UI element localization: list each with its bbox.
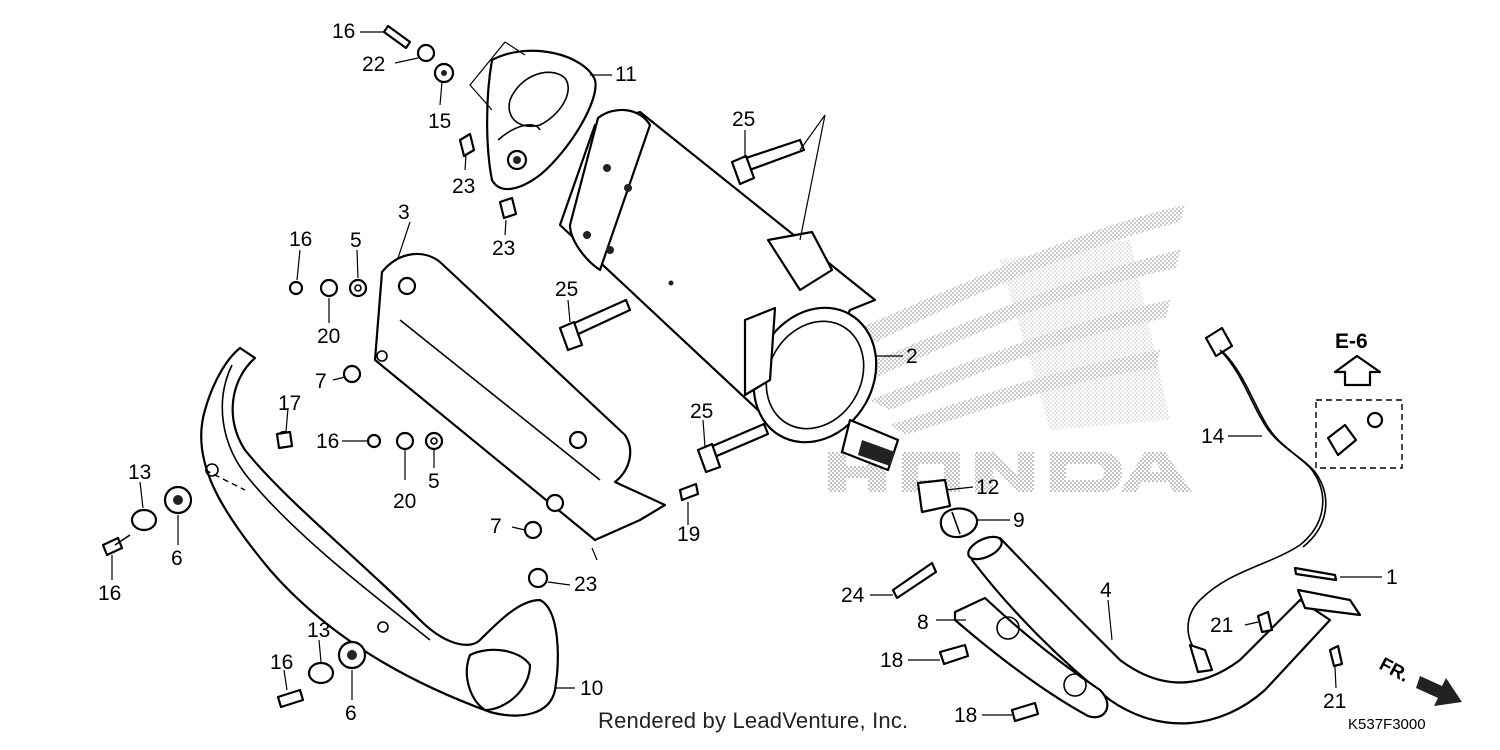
callout-4: 4 (1100, 579, 1112, 602)
small-hardware (101, 24, 1344, 723)
callout-21b: 21 (1323, 690, 1346, 713)
callout-10: 10 (580, 677, 603, 700)
callout-9: 9 (1013, 509, 1025, 532)
callout-5a: 5 (350, 229, 362, 252)
callout-25b: 25 (555, 278, 578, 301)
callout-18b: 18 (954, 704, 977, 727)
honda-logotype-watermark (828, 452, 1192, 492)
exhaust-pipe-4 (967, 535, 1362, 725)
callout-16e: 16 (270, 651, 293, 674)
callout-23c: 23 (574, 573, 597, 596)
callout-8: 8 (917, 611, 929, 634)
callout-7a: 7 (315, 370, 327, 393)
callout-20b: 20 (393, 490, 416, 513)
render-credit: Rendered by LeadVenture, Inc. (598, 708, 909, 733)
callout-16a: 16 (332, 20, 355, 43)
muffler-cover-10 (200, 346, 559, 717)
pipe-protector-8 (953, 596, 1109, 719)
callout-24: 24 (841, 584, 865, 607)
callout-19: 19 (677, 523, 700, 546)
reference-e6-label: E-6 (1335, 330, 1368, 353)
joint-collar-9 (939, 507, 979, 539)
callout-12: 12 (976, 476, 999, 499)
callout-17: 17 (278, 392, 301, 415)
callout-2: 2 (906, 345, 918, 368)
gasket-12 (916, 478, 952, 514)
diagram-code: K537F3000 (1348, 716, 1426, 733)
callout-21a: 21 (1210, 614, 1233, 637)
front-direction-arrow: FR. (1376, 654, 1462, 706)
callout-16b: 16 (289, 228, 312, 251)
callout-3: 3 (398, 201, 410, 224)
leader-lines (111, 31, 1382, 716)
callout-11: 11 (615, 63, 637, 86)
callout-23b: 23 (492, 237, 515, 260)
callout-6b: 6 (345, 702, 357, 725)
callout-1: 1 (1386, 566, 1398, 589)
callout-20a: 20 (317, 325, 340, 348)
callout-15: 15 (428, 110, 451, 133)
front-label: FR. (1376, 654, 1413, 687)
callout-6a: 6 (171, 547, 183, 570)
callout-25a: 25 (732, 108, 755, 131)
callout-13b: 13 (307, 619, 330, 642)
heat-shield-11 (486, 49, 597, 191)
callout-16c: 16 (316, 430, 339, 453)
callout-13a: 13 (128, 461, 151, 484)
reference-e6: E-6 (1333, 330, 1382, 387)
callout-22: 22 (362, 53, 385, 76)
bolt-25-b (558, 298, 632, 352)
callout-23a: 23 (452, 175, 475, 198)
callout-18a: 18 (880, 649, 903, 672)
callout-16d: 16 (98, 582, 121, 605)
honda-wing-watermark (830, 205, 1185, 435)
bolt-25-c (696, 422, 770, 474)
callout-14: 14 (1201, 425, 1225, 448)
callout-numbers: 1 2 3 4 5 5 6 6 7 7 8 9 10 11 12 13 13 1… (98, 20, 1398, 727)
callout-5b: 5 (428, 470, 440, 493)
bolt-25-a (730, 138, 806, 186)
muffler-2 (558, 108, 900, 472)
callout-7b: 7 (490, 515, 502, 538)
heat-shield-3 (373, 252, 667, 542)
oxygen-sensor-14 (1187, 326, 1403, 674)
callout-25c: 25 (690, 400, 713, 423)
